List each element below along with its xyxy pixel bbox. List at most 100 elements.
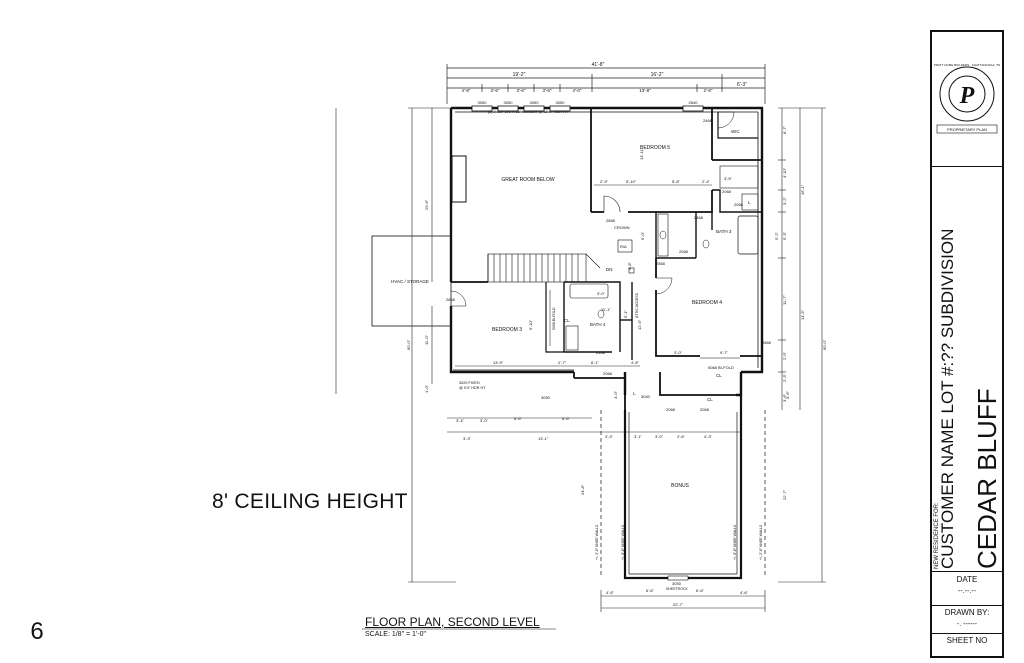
dim-right-4: 5'-3": [782, 231, 787, 240]
dim-right-total-a: 16'-1": [800, 184, 805, 195]
dim-right-5: 11'-7": [782, 295, 787, 305]
fixed-window-note-2: @ 9'4" HDR HT: [459, 386, 486, 390]
dim-low-k: 4'-3": [704, 434, 713, 439]
dim-bath4-c: 5'-1": [623, 309, 628, 318]
door-2068-wic2: 2068: [722, 189, 732, 194]
bonus-window-label: 3050: [672, 581, 682, 586]
dim-w4: 3'-6": [543, 88, 552, 93]
stairs: [487, 253, 601, 283]
dim-left-total: 60'-0": [406, 339, 411, 350]
linen-shelves: [719, 165, 759, 211]
bath-4-walls: [563, 281, 633, 360]
dim-right-7: 2'-3": [782, 373, 787, 382]
window-3050-low: 3050: [541, 395, 551, 400]
vanity-bath3: [657, 213, 669, 257]
window-3050-2: 3050: [504, 100, 514, 105]
drawn-by-section: DRAWN BY: -. ------: [932, 606, 1002, 634]
bonus-knee-walls: [600, 410, 766, 578]
dim-b5-a: 2'-9": [600, 179, 609, 184]
dim-b5-c: 5'-8": [672, 179, 681, 184]
plan-title: FLOOR PLAN, SECOND LEVEL: [365, 615, 540, 629]
room-bath-3: BATH 3: [716, 229, 732, 234]
rail-box: [617, 239, 633, 253]
dim-right-total-b: 14'-5": [800, 309, 805, 320]
room-bedroom-5: BEDROOM 5: [640, 145, 670, 151]
room-bath-4: BATH 4: [590, 322, 606, 327]
knee-wall-left: +/- 2'-8" KNEE WALLS: [595, 524, 599, 560]
toilet-bath3: [702, 239, 710, 249]
dim-left-great: 20'-6": [424, 199, 429, 210]
dim-wic-a: 3'-5": [724, 176, 733, 181]
ceiling-height-note: 8' CEILING HEIGHT: [212, 490, 408, 513]
bedroom-5-walls: [591, 108, 762, 213]
attic-access: ATTIC ACCESS: [635, 292, 639, 318]
residence-section: NEW RESIDENCE FOR: CUSTOMER NAME LOT #:?…: [932, 167, 1002, 572]
room-bedroom-3: BEDROOM 3: [492, 327, 522, 333]
dim-bath4-a: 3'-0": [597, 291, 606, 296]
wic-walls: [717, 112, 758, 139]
dim-mid-a: 2'-7": [558, 360, 567, 365]
drawn-by-value: -. ------: [956, 621, 978, 628]
hall-crown: CROWN: [614, 225, 630, 230]
window-2640-top: 2640: [689, 100, 699, 105]
dim-small-v: 4'-0": [613, 390, 618, 399]
fixed-window-note: 3020 FIXED@ 9'4" HDR HT: [459, 381, 486, 390]
dim-bonus-b: 6'-6": [646, 588, 655, 593]
sheetrock-note: SHEETROCK: [666, 587, 688, 591]
drawn-by-label: DRAWN BY:: [944, 608, 990, 617]
room-great-room: GREAT ROOM BELOW: [501, 177, 554, 183]
door-2468-b3: 2468: [694, 215, 704, 220]
left-dimension-lines: [335, 107, 456, 583]
dim-w3: 3'-6": [517, 88, 526, 93]
vanity-bath4: [565, 325, 579, 351]
dim-crown-h: 6'-0": [640, 231, 645, 240]
door-2868-hall: 2868: [656, 261, 666, 266]
dim-bonus-h2: 22'-7": [782, 489, 787, 500]
sheet-no-label: SHEET NO: [946, 636, 988, 645]
dim-right-total: 60'-0": [822, 339, 827, 350]
dim-right-1: 8'-7": [782, 125, 787, 134]
dim-bonus-h: 24'-8": [580, 484, 585, 495]
door-3040: 3040: [641, 394, 651, 399]
dim-w6: 13'-8": [639, 88, 651, 93]
door-2468-wic: 2468: [703, 118, 713, 123]
window-3050-1: 3050: [478, 100, 488, 105]
tub-bath4: [569, 283, 609, 299]
dim-b5-d: 2'-4": [702, 179, 711, 184]
landing-walls: [573, 372, 741, 410]
top-dimension-lines: [446, 64, 766, 104]
door-swing-b4: [655, 277, 673, 295]
fixed-window-note-1: 3020 FIXED: [459, 381, 480, 385]
plan-scale: SCALE: 1/8" = 1'-0": [365, 631, 426, 638]
fireplace: [451, 155, 467, 203]
bonus-dimension-lines: [600, 590, 766, 612]
door-swing-wic: [717, 111, 735, 129]
top-windows: [471, 105, 704, 112]
dim-right-2: 4'-10": [782, 167, 787, 178]
dim-b5-width: 13'-11": [639, 147, 644, 160]
bedroom-4-walls: [655, 258, 762, 359]
dim-b5-b: 5'-10": [626, 179, 637, 184]
sink-bath3: [659, 230, 667, 240]
dim-b4-c: 12'-6": [637, 319, 642, 330]
door-2468-bath4: 2468: [596, 350, 606, 355]
room-bonus: BONUS: [671, 483, 689, 489]
window-3050-3: 3050: [530, 100, 540, 105]
dim-low-a: 3'-4": [456, 418, 465, 423]
door-2068-land: 2068: [603, 371, 613, 376]
dim-top-a: 19'-2": [513, 72, 526, 78]
landing-l: L: [633, 391, 636, 396]
bedroom-3-closet: [545, 282, 564, 353]
dim-w1: 4'-8": [462, 88, 471, 93]
date-label: DATE: [956, 575, 978, 584]
dim-bonus-d: 4'-6": [740, 590, 749, 595]
dim-right-6: 2'-9": [782, 351, 787, 360]
title-block: PRATT HOME BUILDERS · CHATTANOOGA, TN P …: [930, 30, 1004, 658]
dim-bonus-c: 6'-6": [696, 588, 705, 593]
dim-left-small: 1'-0": [424, 384, 429, 393]
tub-bath3: [737, 215, 759, 255]
logo-letter: P: [959, 83, 975, 109]
door-swing-bedroom5: [603, 195, 621, 213]
door-2068-bonus1: 2068: [666, 407, 676, 412]
closet-landing: CL: [707, 397, 713, 402]
